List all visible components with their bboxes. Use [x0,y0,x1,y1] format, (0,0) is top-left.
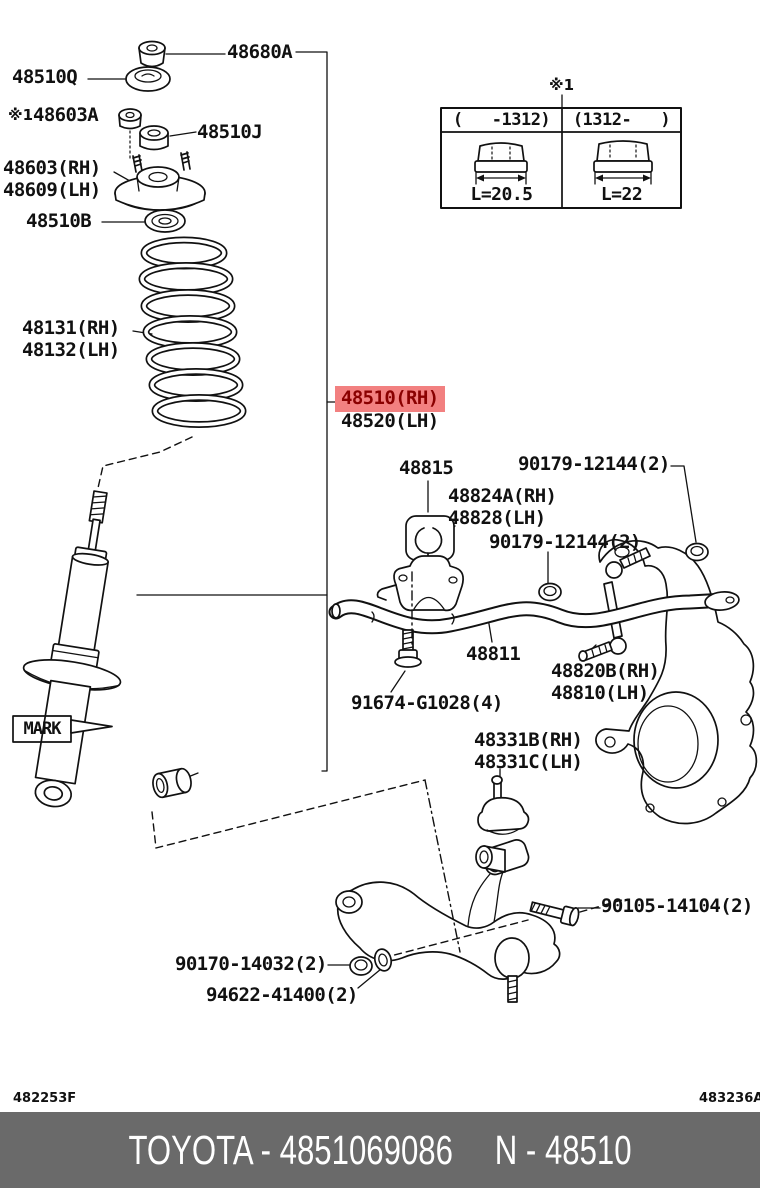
bolt-91674-drawing [394,629,422,668]
shock-absorber-drawing [22,490,122,808]
bushing-48510j-drawing [139,125,169,151]
note-table-dimension-early: L=20.5 [470,184,533,205]
cap-48510q-drawing [125,66,171,92]
part-label-48828-lh[interactable]: 48828(LH) [448,507,546,529]
note-table [440,94,682,209]
nut-90179-drawing [538,542,709,602]
banner-reference-number: N - 48510 [494,1126,632,1173]
bushing-48510n-drawing [152,767,192,799]
part-label-90170-14032[interactable]: 90170-14032(2) [175,953,327,975]
note-marker-48603a: ※1 [8,106,34,124]
construction-lines-front [382,571,623,959]
part-label-90179-12144-a[interactable]: 90179-12144(2) [518,453,670,475]
mark-stamp-box [12,715,113,743]
stabilizer-bushing-48815-drawing [405,515,455,561]
part-label-48331c-lh[interactable]: 48331C(LH) [474,751,583,773]
part-label-48603a[interactable]: 48603A [33,104,99,126]
note-table-period-late: (1312- ) [572,110,671,130]
stabilizer-bar-48811-drawing [328,591,740,635]
part-label-48680a[interactable]: 48680A [227,41,293,63]
part-label-48510-rh-highlighted[interactable]: 48510(RH) [335,386,445,412]
mark-stamp-label: MARK [23,719,62,739]
coil-spring-drawing [138,236,247,428]
part-label-48520-lh[interactable]: 48520(LH) [341,410,439,432]
part-label-48824a-rh[interactable]: 48824A(RH) [448,485,557,507]
part-label-48331b-rh[interactable]: 48331B(RH) [474,729,583,751]
note-table-marker: ※1 [549,76,575,94]
part-label-48131-rh[interactable]: 48131(RH) [22,317,120,339]
note-table-period-early: ( -1312) [452,110,551,130]
bolt-90105-drawing [529,901,580,927]
diagram-canvas [12,40,758,1003]
part-label-48510j[interactable]: 48510J [197,121,263,143]
figure-code-left: 482253F [13,1091,77,1106]
part-label-48609-lh[interactable]: 48609(LH) [3,179,101,201]
footer-banner: TOYOTA - 4851069086 N - 48510 [0,1112,760,1188]
construction-lines [97,130,426,849]
part-label-48815[interactable]: 48815 [399,457,454,479]
part-label-48510q[interactable]: 48510Q [12,66,78,88]
figure-code-right: 483236A [699,1091,760,1106]
stabilizer-bracket-48824a-drawing [376,555,464,612]
part-label-48810-lh[interactable]: 48810(LH) [551,682,649,704]
support-48603-drawing [114,151,206,211]
washer-94622-drawing [373,948,393,972]
ball-joint-48331-drawing [477,775,530,835]
lower-arm-drawing [335,845,561,1003]
part-label-48510b[interactable]: 48510B [26,210,92,232]
note-table-dimension-late: L=22 [600,184,643,205]
nut-48603a-drawing [118,108,142,130]
part-label-48811[interactable]: 48811 [466,643,521,665]
part-label-90105-14104[interactable]: 90105-14104(2) [601,895,753,917]
nut-90170-drawing [349,956,373,976]
washer-48510b-drawing [144,209,186,233]
part-label-48820b-rh[interactable]: 48820B(RH) [551,660,660,682]
part-label-90179-12144-b[interactable]: 90179-12144(2) [489,531,641,553]
part-label-48132-lh[interactable]: 48132(LH) [22,339,120,361]
part-label-91674-g1028[interactable]: 91674-G1028(4) [351,692,503,714]
support-nut-48680a-drawing [138,40,166,68]
banner-brand-part-number: TOYOTA - 4851069086 [128,1126,453,1173]
stabilizer-link-48820b-drawing [578,547,651,662]
part-label-48603-rh[interactable]: 48603(RH) [3,157,101,179]
part-label-94622-41400[interactable]: 94622-41400(2) [206,984,358,1006]
